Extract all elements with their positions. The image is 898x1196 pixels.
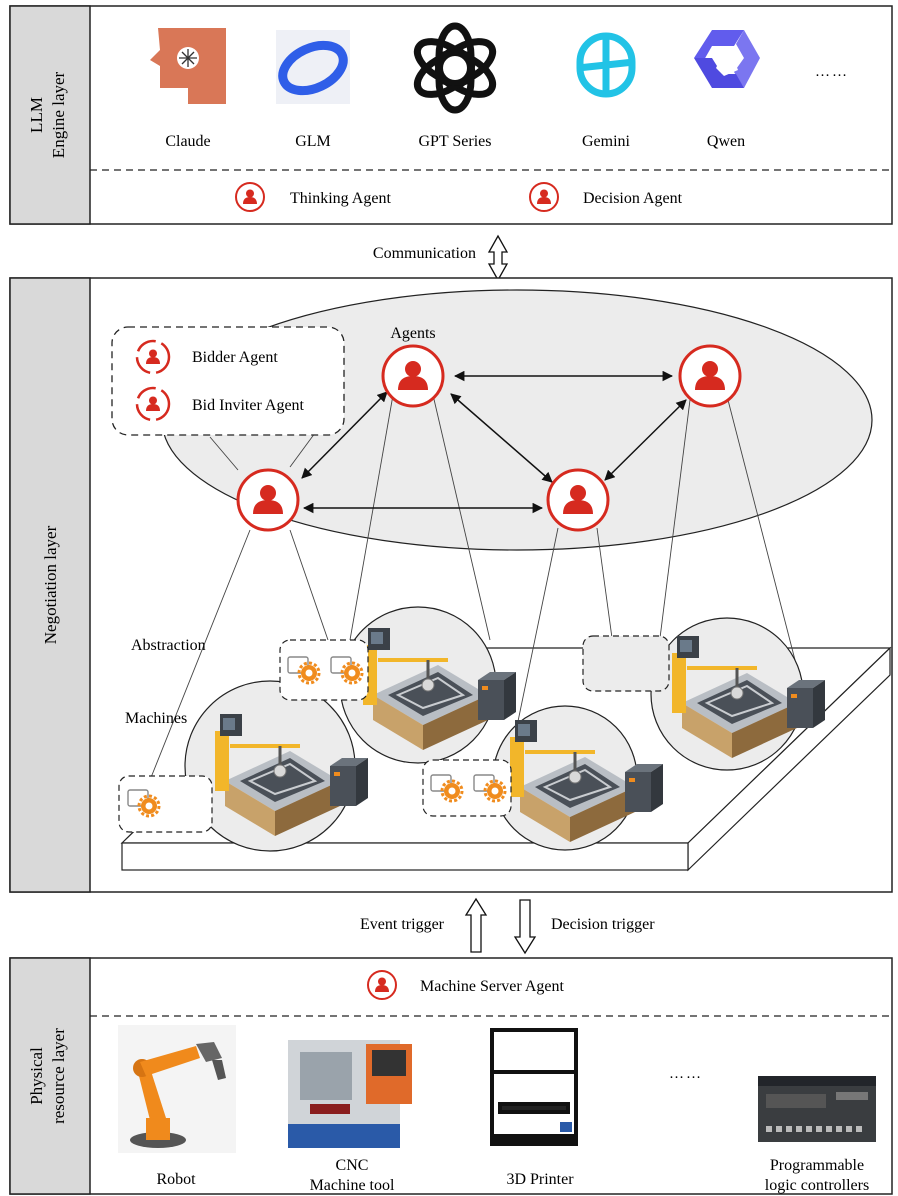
resource-label-cnc-line2: Machine tool	[310, 1177, 395, 1194]
agents-label: Agents	[390, 325, 435, 342]
resource-label-robot: Robot	[156, 1171, 196, 1188]
negotiation-layer: Negotiation layer	[9, 277, 893, 893]
cnc-machine-image	[288, 1040, 412, 1148]
more-models-ellipsis: ……	[815, 64, 849, 80]
resource-label-plc-line1: Programmable	[770, 1157, 864, 1174]
decision-agent-icon	[529, 182, 559, 212]
thinking-agent-icon	[235, 182, 265, 212]
decision-agent-label: Decision Agent	[583, 190, 683, 207]
plc-image	[758, 1076, 876, 1142]
model-label-glm: GLM	[295, 133, 331, 150]
resource-label-3d-printer: 3D Printer	[506, 1171, 574, 1188]
event-trigger-label: Event trigger	[360, 916, 445, 933]
claude-logo-icon	[150, 28, 226, 104]
robot-arm-image	[118, 1025, 236, 1153]
resource-label-cnc-line1: CNC	[336, 1157, 369, 1174]
decision-trigger-label: Decision trigger	[551, 916, 655, 933]
gemini-logo-icon	[576, 32, 636, 98]
up-arrow-icon	[464, 897, 488, 953]
agent-node-right	[678, 344, 742, 408]
abstraction-box-4	[582, 635, 670, 692]
machine-bubble-4	[650, 617, 827, 771]
model-label-gpt: GPT Series	[418, 133, 491, 150]
llm-layer-title-line1: LLM	[27, 97, 46, 133]
qwen-logo-icon	[694, 30, 760, 88]
llm-engine-layer: LLM Engine layer Claude GLM	[9, 5, 893, 225]
agent-node-center	[546, 468, 610, 532]
agent-network-arrows	[301, 370, 687, 514]
trigger-connector: Event trigger Decision trigger	[360, 897, 655, 955]
agent-node-top	[381, 344, 445, 408]
abstraction-box-2	[279, 639, 369, 701]
communication-connector: Communication	[373, 234, 509, 282]
machine-bubble-1	[184, 680, 370, 852]
resource-label-plc-line2: logic controllers	[765, 1177, 869, 1194]
machine-server-agent-icon	[367, 970, 397, 1000]
physical-layer-title-line1: Physical	[27, 1047, 46, 1105]
machine-server-agent-label: Machine Server Agent	[420, 978, 565, 995]
bidder-agent-label: Bidder Agent	[192, 349, 278, 366]
llm-layer-title-line2: Engine layer	[49, 71, 68, 158]
abstraction-box-3	[422, 759, 512, 817]
model-label-claude: Claude	[165, 133, 210, 150]
openai-logo-icon	[413, 22, 497, 114]
thinking-agent-label: Thinking Agent	[290, 190, 391, 207]
agent-legend: Bidder Agent Bid Inviter Agent	[111, 326, 345, 436]
abstraction-label: Abstraction	[131, 637, 206, 654]
down-arrow-icon	[513, 899, 537, 955]
double-arrow-icon	[487, 234, 509, 282]
glm-logo-icon	[276, 30, 350, 104]
more-resources-ellipsis: ……	[669, 1066, 703, 1082]
physical-resource-layer: Physical resource layer Machine Server A…	[9, 957, 893, 1195]
model-label-gemini: Gemini	[582, 133, 631, 150]
agent-node-left	[236, 468, 300, 532]
physical-layer-title-line2: resource layer	[49, 1028, 68, 1124]
communication-label: Communication	[373, 245, 476, 262]
machines-label: Machines	[125, 710, 187, 727]
abstraction-box-1	[118, 775, 213, 833]
negotiation-layer-title: Negotiation layer	[41, 525, 60, 644]
3d-printer-image	[490, 1028, 578, 1146]
bid-inviter-agent-label: Bid Inviter Agent	[192, 397, 305, 414]
model-label-qwen: Qwen	[707, 133, 745, 150]
